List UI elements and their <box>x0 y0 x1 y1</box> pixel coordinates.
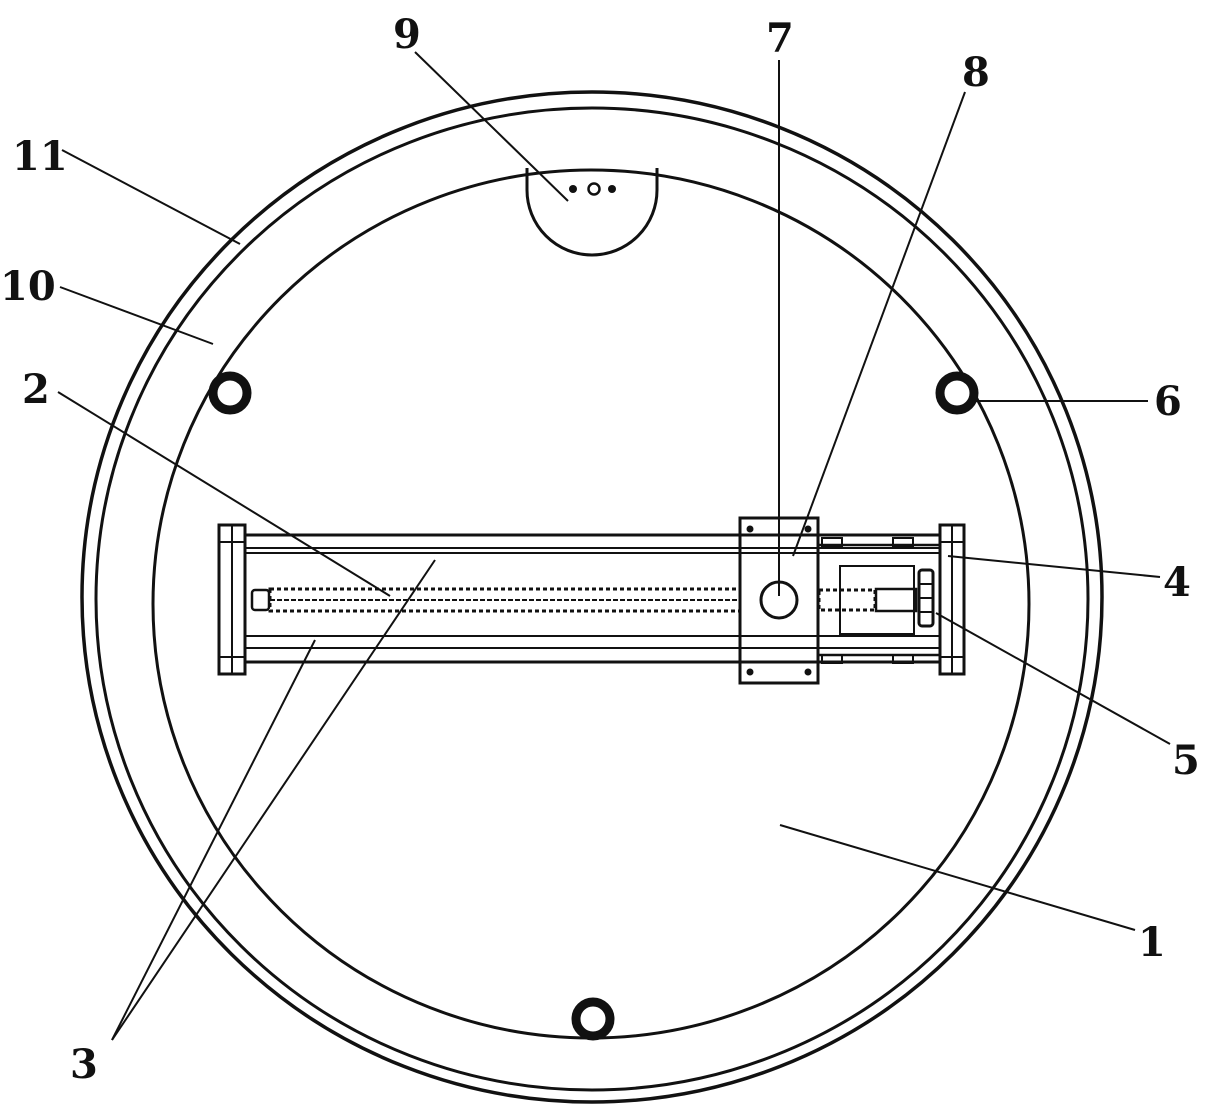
label-6: 6 <box>1154 378 1182 425</box>
guide-rails <box>245 533 940 664</box>
left-end-block <box>217 523 247 676</box>
inner-ring <box>151 168 1031 1040</box>
roller <box>208 371 979 1041</box>
end-support <box>938 523 966 676</box>
label-9: 9 <box>393 11 421 58</box>
label-4: 4 <box>1163 559 1191 606</box>
motor-coupling <box>816 537 942 664</box>
leader-lines <box>57 51 1171 1041</box>
top-cap <box>525 168 659 257</box>
lead-screw <box>250 587 877 613</box>
label-3: 3 <box>70 1041 98 1088</box>
label-1: 1 <box>1138 919 1166 966</box>
label-11: 11 <box>12 133 68 180</box>
label-10: 10 <box>0 263 56 310</box>
label-5: 5 <box>1172 737 1200 784</box>
label-7: 7 <box>766 15 794 62</box>
outer-ring <box>80 90 1104 1104</box>
label-2: 2 <box>22 366 50 413</box>
label-8: 8 <box>962 49 990 96</box>
